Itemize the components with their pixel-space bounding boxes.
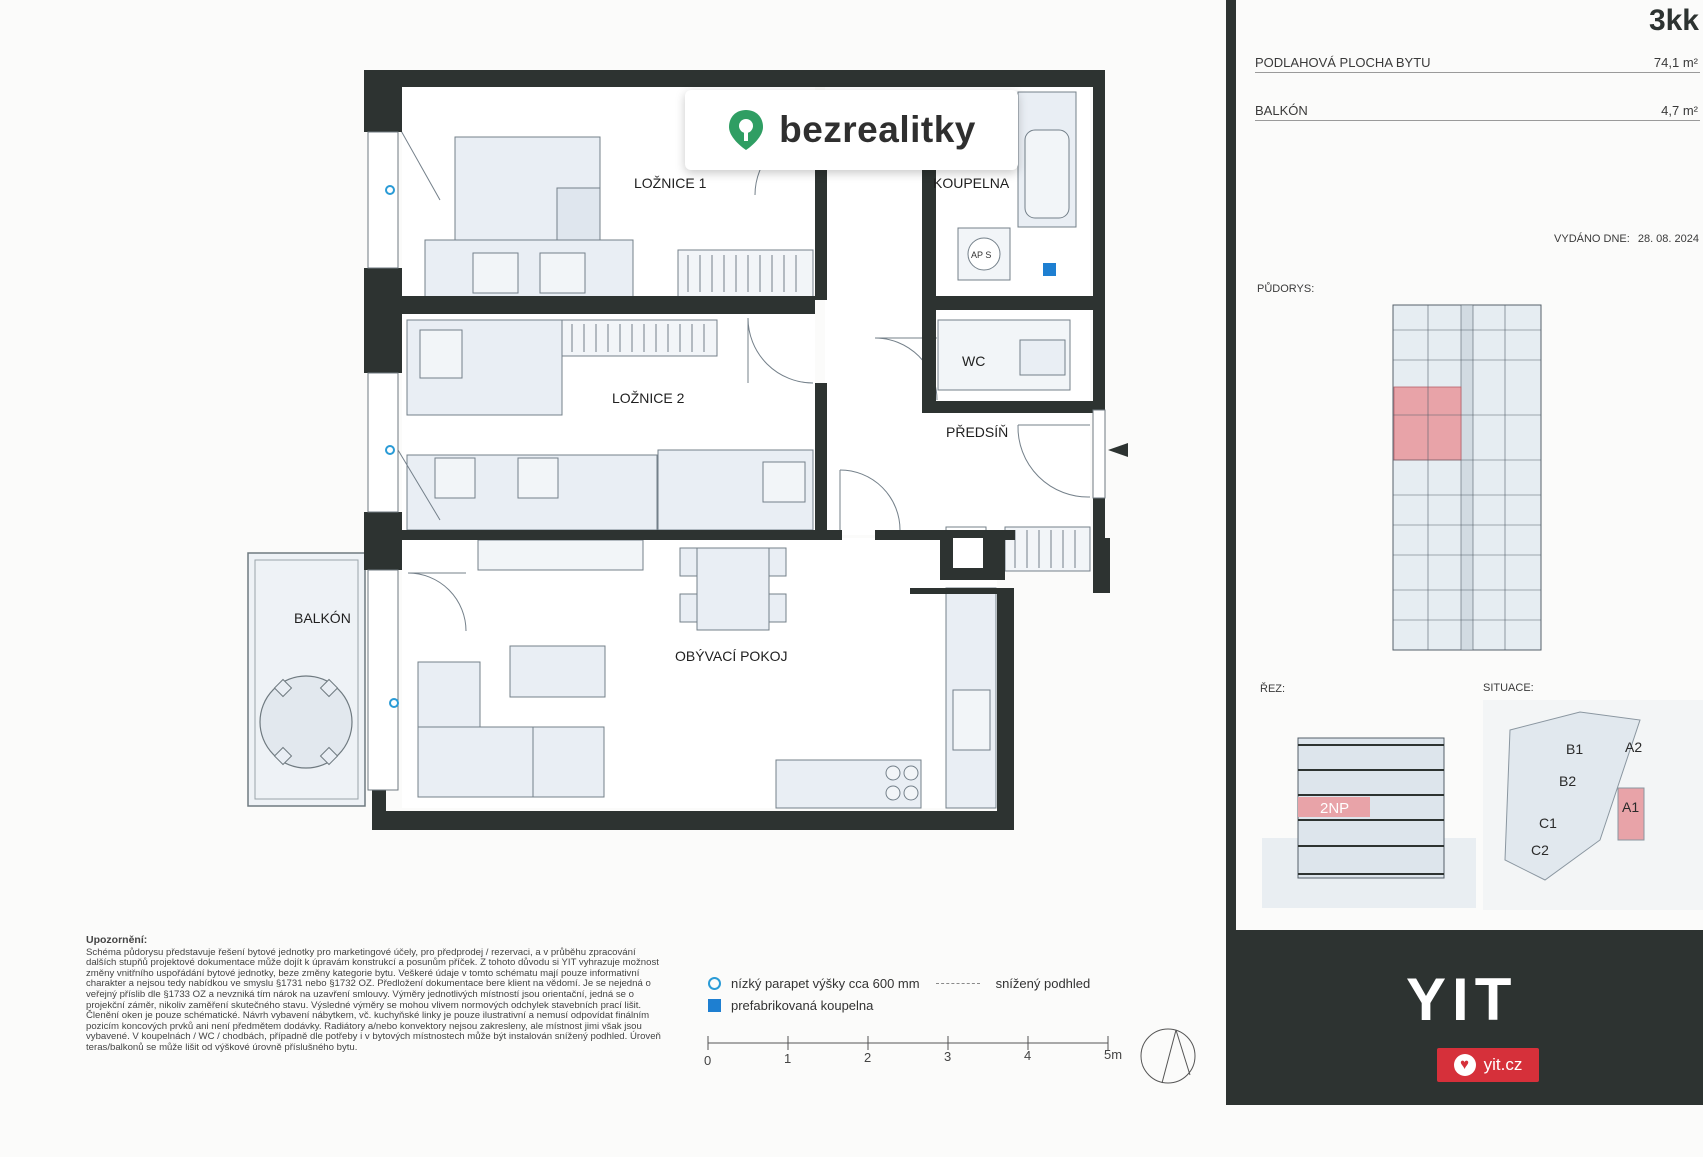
legend-bathroom: prefabrikovaná koupelna xyxy=(708,998,873,1013)
room-label-balkon: BALKÓN xyxy=(294,610,351,626)
building-c1: C1 xyxy=(1539,815,1557,831)
entrance-arrow xyxy=(1108,443,1128,457)
dashed-line-icon xyxy=(935,983,980,984)
issued-value: 28. 08. 2024 xyxy=(1637,233,1699,245)
scale-tick: 0 xyxy=(704,1053,711,1068)
room-label-obyvaci: OBÝVACÍ POKOJ xyxy=(675,648,788,664)
wardrobe-hatch xyxy=(571,255,1076,568)
pudorys-label: PŮDORYS: xyxy=(1257,283,1315,295)
balcony-area-row: BALKÓN 4,7 m² xyxy=(1255,98,1700,121)
balcony-area-label: BALKÓN xyxy=(1255,103,1308,118)
north-arrow-icon xyxy=(1140,1028,1196,1084)
disclaimer: Upozornění: Schéma půdorysu představuje … xyxy=(86,935,661,1054)
building-b2: B2 xyxy=(1559,773,1576,789)
building-c2: C2 xyxy=(1531,842,1549,858)
building-a1: A1 xyxy=(1622,799,1639,815)
issued-date: VYDÁNO DNE: 28. 08. 2024 xyxy=(1554,233,1699,245)
heart-icon: ♥ xyxy=(1453,1054,1476,1076)
scale-bar: 0 1 2 3 4 5m xyxy=(704,1036,1122,1068)
floor-area-label: PODLAHOVÁ PLOCHA BYTU xyxy=(1255,55,1431,70)
legend-bathroom-text: prefabrikovaná koupelna xyxy=(731,998,874,1013)
situace-site-map: B1 A2 B2 A1 C1 C2 xyxy=(1483,700,1703,910)
scale-tick: 3 xyxy=(944,1049,951,1064)
prefab-bath-icon xyxy=(708,999,721,1012)
windows xyxy=(367,131,1106,791)
floor-tag: 2NP xyxy=(1320,800,1349,817)
building-a2: A2 xyxy=(1625,739,1642,755)
yit-website-text: yit.cz xyxy=(1483,1055,1523,1074)
floor-area-value: 74,1 m² xyxy=(1653,55,1698,70)
yit-logo: YIT xyxy=(1406,966,1518,1033)
balcony-area-value: 4,7 m² xyxy=(1661,103,1698,118)
situace-label: SITUACE: xyxy=(1483,682,1534,694)
scale-tick: 4 xyxy=(1024,1048,1031,1063)
room-label-loznice1: LOŽNICE 1 xyxy=(634,175,707,191)
disclaimer-text: Schéma půdorysu představuje řešení bytov… xyxy=(86,946,661,1053)
legend-ceiling-text: snížený podhled xyxy=(995,976,1091,991)
legend-parapet: nízký parapet výšky cca 600 mm snížený p… xyxy=(708,976,1090,991)
room-label-loznice2: LOŽNICE 2 xyxy=(612,390,685,406)
floor-area-row: PODLAHOVÁ PLOCHA BYTU 74,1 m² xyxy=(1255,50,1700,73)
location-key-icon xyxy=(729,110,764,150)
rez-section-diagram: 2NP xyxy=(1262,737,1476,908)
yit-website-link[interactable]: ♥ yit.cz xyxy=(1437,1048,1539,1082)
disclaimer-title: Upozornění: xyxy=(86,934,148,946)
scale-tick: 5m xyxy=(1104,1047,1122,1062)
unit-type: 3kk xyxy=(1648,4,1699,37)
watermark-brand: bezrealitky xyxy=(779,109,976,150)
yit-brand-block: YIT ♥ yit.cz xyxy=(1236,930,1703,1105)
pudorys-minimap xyxy=(1392,304,1542,651)
walls xyxy=(364,70,1110,830)
scale-tick: 1 xyxy=(784,1051,791,1066)
watermark: bezrealitky xyxy=(685,90,1018,170)
parapet-icon xyxy=(708,977,721,990)
issued-label: VYDÁNO DNE: xyxy=(1554,233,1630,245)
room-label-predsin: PŘEDSÍŇ xyxy=(946,424,1008,440)
scale-tick: 2 xyxy=(864,1050,871,1065)
legend-parapet-text: nízký parapet výšky cca 600 mm xyxy=(731,976,920,991)
room-label-wc: WC xyxy=(962,353,985,369)
prefab-bath-marker xyxy=(1043,263,1056,276)
building-b1: B1 xyxy=(1566,741,1583,757)
rez-label: ŘEZ: xyxy=(1260,683,1286,695)
room-label-koupelna: KOUPELNA xyxy=(933,175,1010,191)
parapet-markers xyxy=(385,185,399,708)
balcony xyxy=(247,552,366,807)
aps-label: AP S xyxy=(971,250,991,260)
